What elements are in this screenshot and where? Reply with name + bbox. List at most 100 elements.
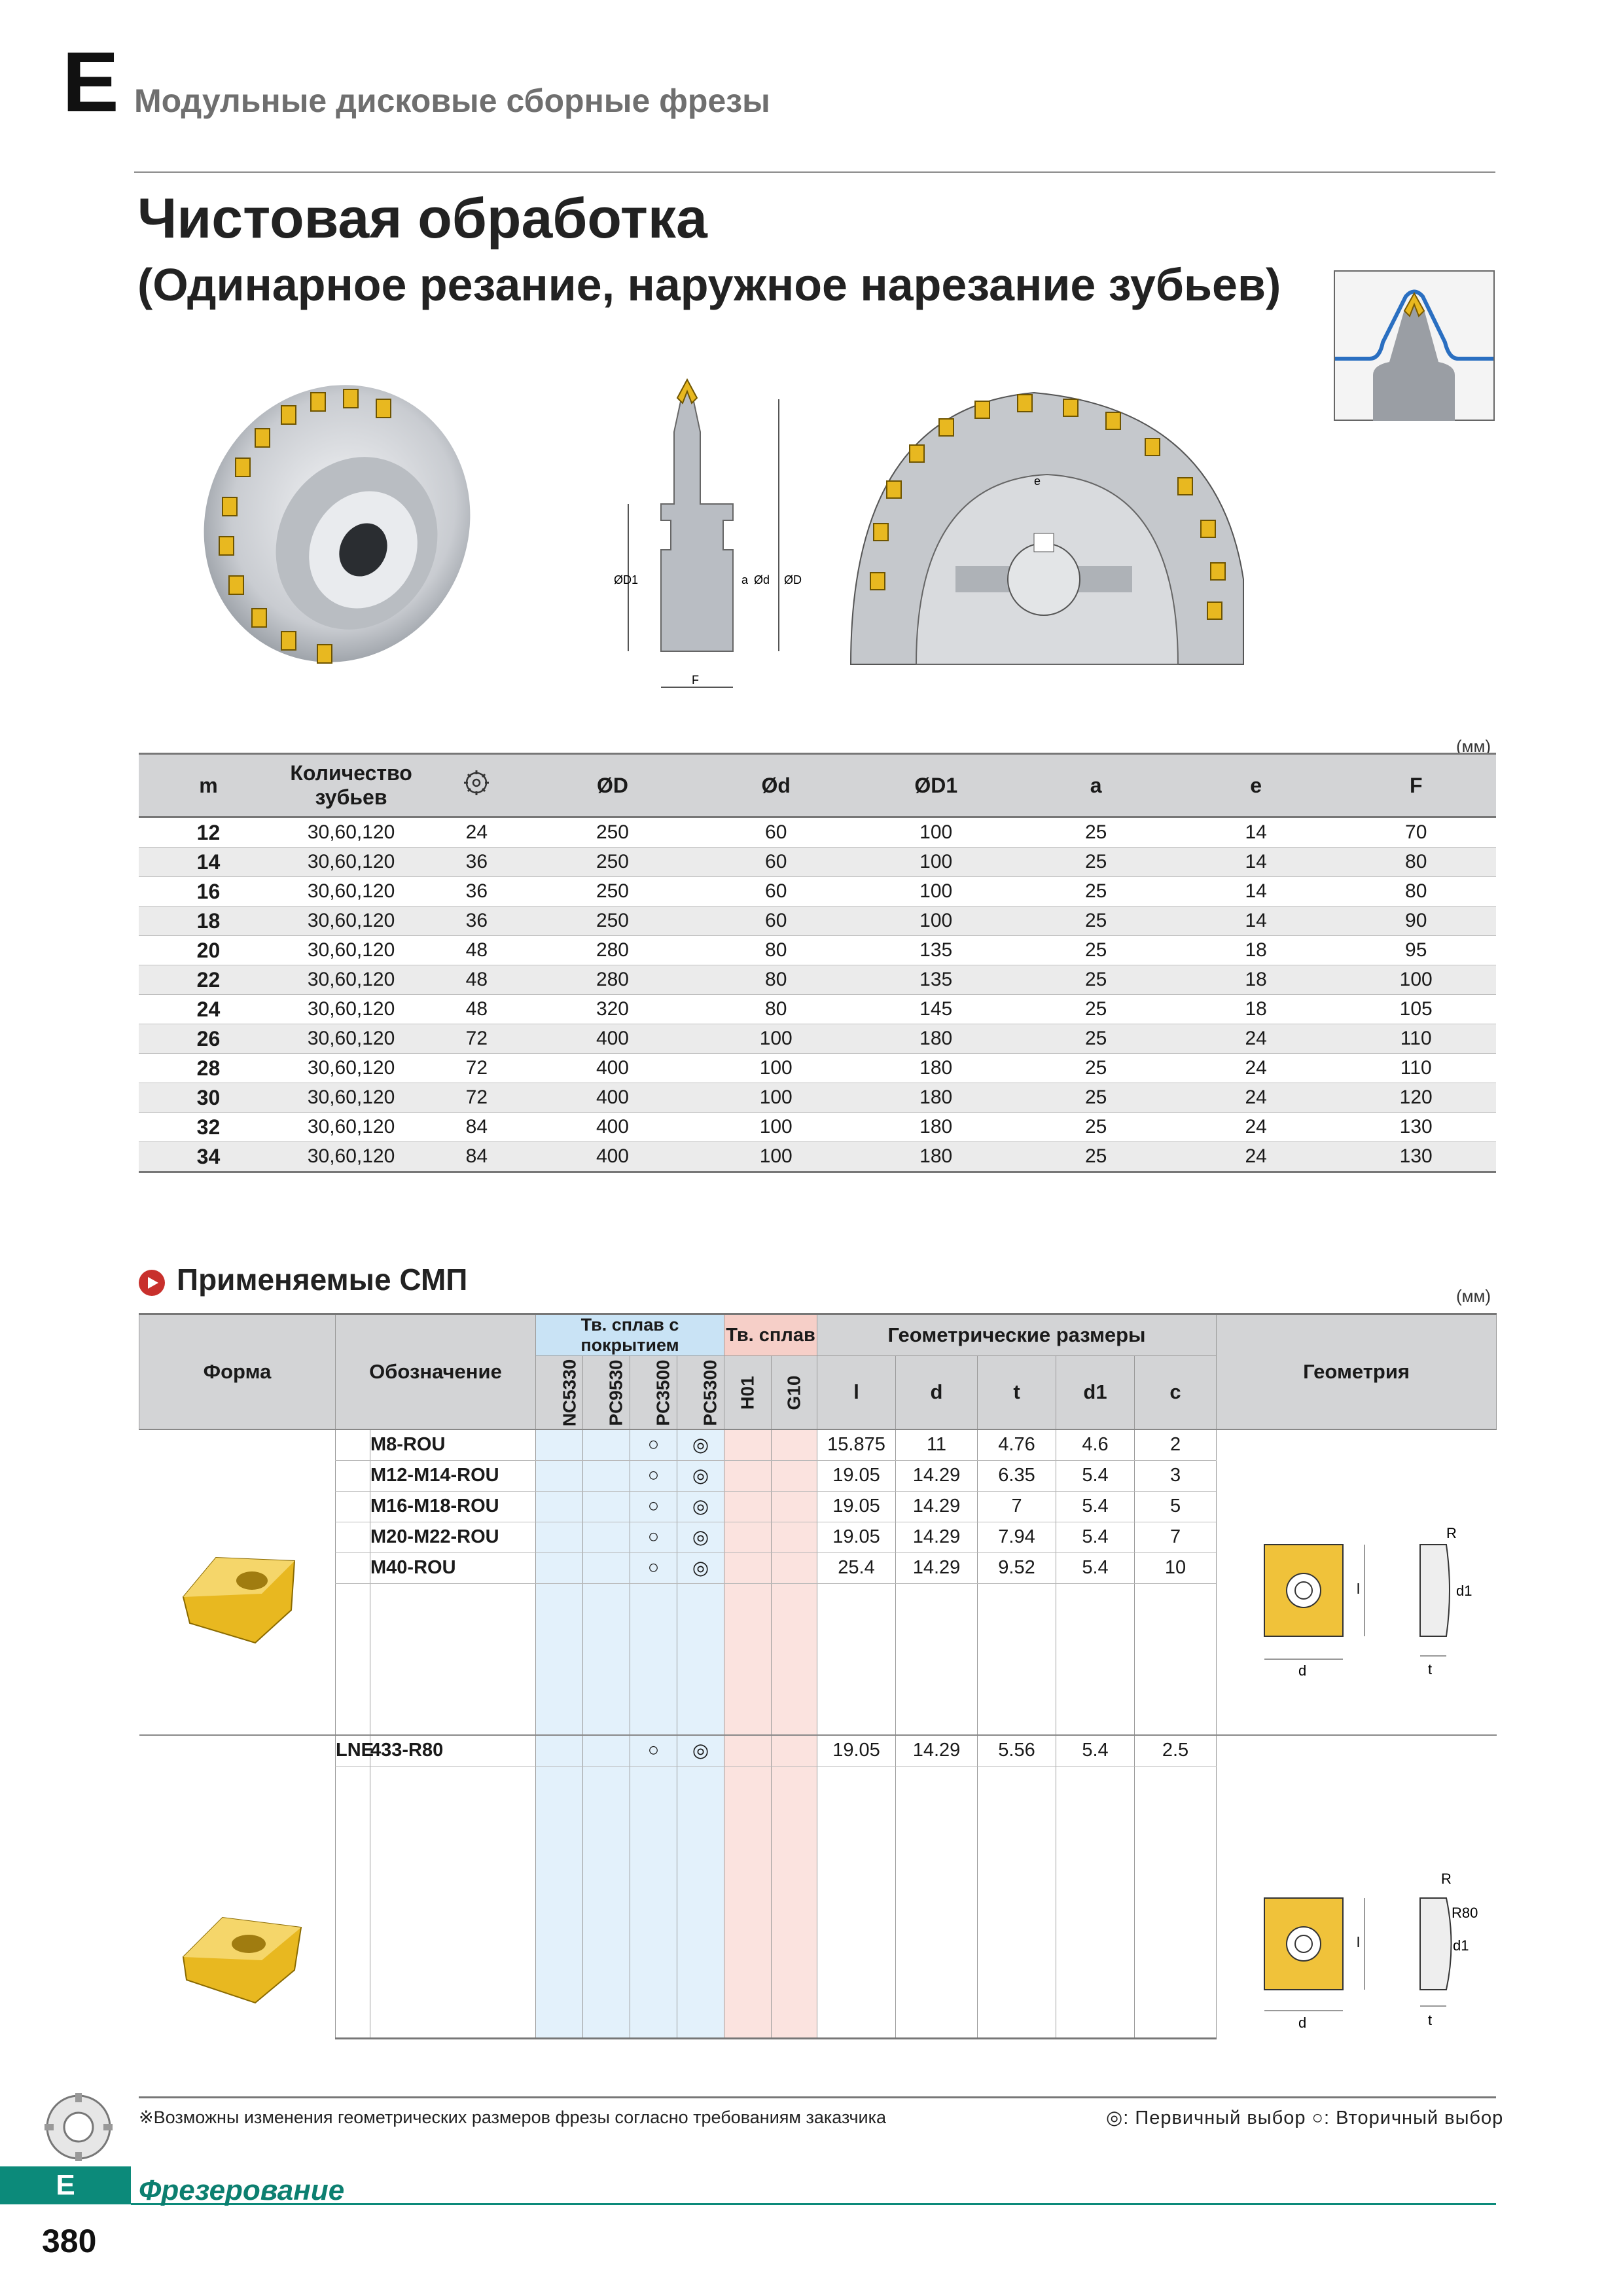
dim-d1: [1056, 1946, 1135, 1977]
secondary-mark: [630, 1886, 677, 1917]
dim-t: 9.52: [977, 1552, 1056, 1584]
col-c: c: [1134, 1355, 1217, 1429]
label-F: F: [692, 673, 699, 687]
tooth-profile-icon: [1334, 270, 1495, 421]
spec-cell: 250: [529, 847, 696, 877]
dim-c: [1134, 1946, 1217, 1977]
spec-cell: 135: [855, 965, 1016, 995]
dim-d1: [1056, 1856, 1135, 1887]
dim-c: [1134, 1977, 1217, 2007]
dim-t: [977, 1886, 1056, 1917]
dim-c: [1134, 1826, 1217, 1857]
insert-code: M8-ROU: [370, 1428, 536, 1461]
dim-c: [1134, 1643, 1217, 1674]
spec-cell: 72: [424, 1024, 529, 1054]
primary-mark: [677, 1886, 724, 1917]
spec-cell: 80: [1336, 876, 1496, 906]
dim-d: [895, 1796, 978, 1827]
grade-cell: [535, 1977, 583, 2007]
spec-cell: 36: [424, 847, 529, 877]
grade-cell: [582, 1704, 630, 1735]
dim-d: [895, 2007, 978, 2039]
grade-cell: [770, 1460, 817, 1492]
dim-c: [1134, 1674, 1217, 1704]
spec-cell: 14: [1175, 906, 1336, 936]
dim-d: 14.29: [895, 1734, 978, 1767]
primary-mark: [677, 1613, 724, 1644]
secondary-mark: [630, 1826, 677, 1857]
spec-cell: 25: [1016, 1083, 1176, 1113]
cutter-photo: [204, 385, 471, 664]
primary-mark: [677, 1856, 724, 1887]
secondary-mark: ○: [630, 1460, 677, 1492]
spec-cell: 180: [855, 1141, 1016, 1173]
dim-c: [1134, 1856, 1217, 1887]
secondary-mark: [630, 1977, 677, 2007]
dim-d1: [1056, 1977, 1135, 2007]
spec-cell: 180: [855, 1024, 1016, 1054]
grade-cell: [770, 1826, 817, 1857]
col-t: t: [977, 1355, 1057, 1429]
grade-cell: [724, 1704, 772, 1735]
milling-cutter-icon: [45, 2093, 113, 2161]
spec-cell: 25: [1016, 906, 1176, 936]
grade-cell: [724, 1916, 772, 1947]
grade-cell: [582, 1916, 630, 1947]
grade-pc3500: PC3500: [630, 1355, 677, 1429]
primary-mark: [677, 1977, 724, 2007]
dim-c: 10: [1134, 1552, 1217, 1584]
primary-mark: [677, 1583, 724, 1614]
insert-prefix: [335, 1428, 370, 1461]
grade-cell: [770, 1643, 817, 1674]
dim-l: [817, 1886, 896, 1917]
spec-cell: 100: [696, 1053, 856, 1083]
grade-cell: [770, 1674, 817, 1704]
col-form: Форма: [139, 1313, 336, 1429]
dim-d: [895, 1946, 978, 1977]
spec-cell: 110: [1336, 1053, 1496, 1083]
dim-c: 7: [1134, 1522, 1217, 1553]
spec-cell: 400: [529, 1112, 696, 1142]
insert-row: [139, 2007, 1497, 2039]
spec-cell: 24: [1175, 1112, 1336, 1142]
grade-cell: [724, 2007, 772, 2039]
grade-cell: [582, 1946, 630, 1977]
dim-d1: [1056, 1826, 1135, 1857]
grade-cell: [582, 1796, 630, 1827]
inserts-title: Применяемые СМП: [177, 1263, 468, 1297]
spec-cell: 80: [696, 935, 856, 965]
dim-l: [817, 1916, 896, 1947]
dim-d: [895, 1977, 978, 2007]
secondary-mark: [630, 2007, 677, 2039]
label-e: e: [1034, 475, 1041, 488]
dim-d-label: d: [1298, 1662, 1306, 1679]
spec-cell: 250: [529, 876, 696, 906]
insert-row: [139, 1946, 1497, 1977]
primary-mark: [677, 1946, 724, 1977]
insert-row: [139, 1977, 1497, 2007]
spec-cell: 25: [1016, 847, 1176, 877]
insert-prefix: [335, 1704, 370, 1735]
grade-cell: [535, 1826, 583, 1857]
dim-t: [977, 1613, 1056, 1644]
dim-c: [1134, 1886, 1217, 1917]
dim-l: [817, 1826, 896, 1857]
cutter-section-drawing: ØD1 ØD Ød a F: [614, 378, 802, 688]
dim-c: 2.5: [1134, 1734, 1217, 1767]
grade-cell: [724, 1977, 772, 2007]
secondary-mark: ○: [630, 1522, 677, 1553]
primary-mark: [677, 1674, 724, 1704]
insert-prefix: [335, 1916, 370, 1947]
dim-d: [895, 1674, 978, 1704]
spec-cell: 32: [139, 1112, 278, 1142]
spec-cell: 25: [1016, 994, 1176, 1024]
spec-cell: 80: [696, 965, 856, 995]
dim-l-label: l: [1357, 1581, 1360, 1597]
spec-cell: 14: [139, 847, 278, 877]
spec-cell: 60: [696, 817, 856, 848]
primary-mark: [677, 1916, 724, 1947]
